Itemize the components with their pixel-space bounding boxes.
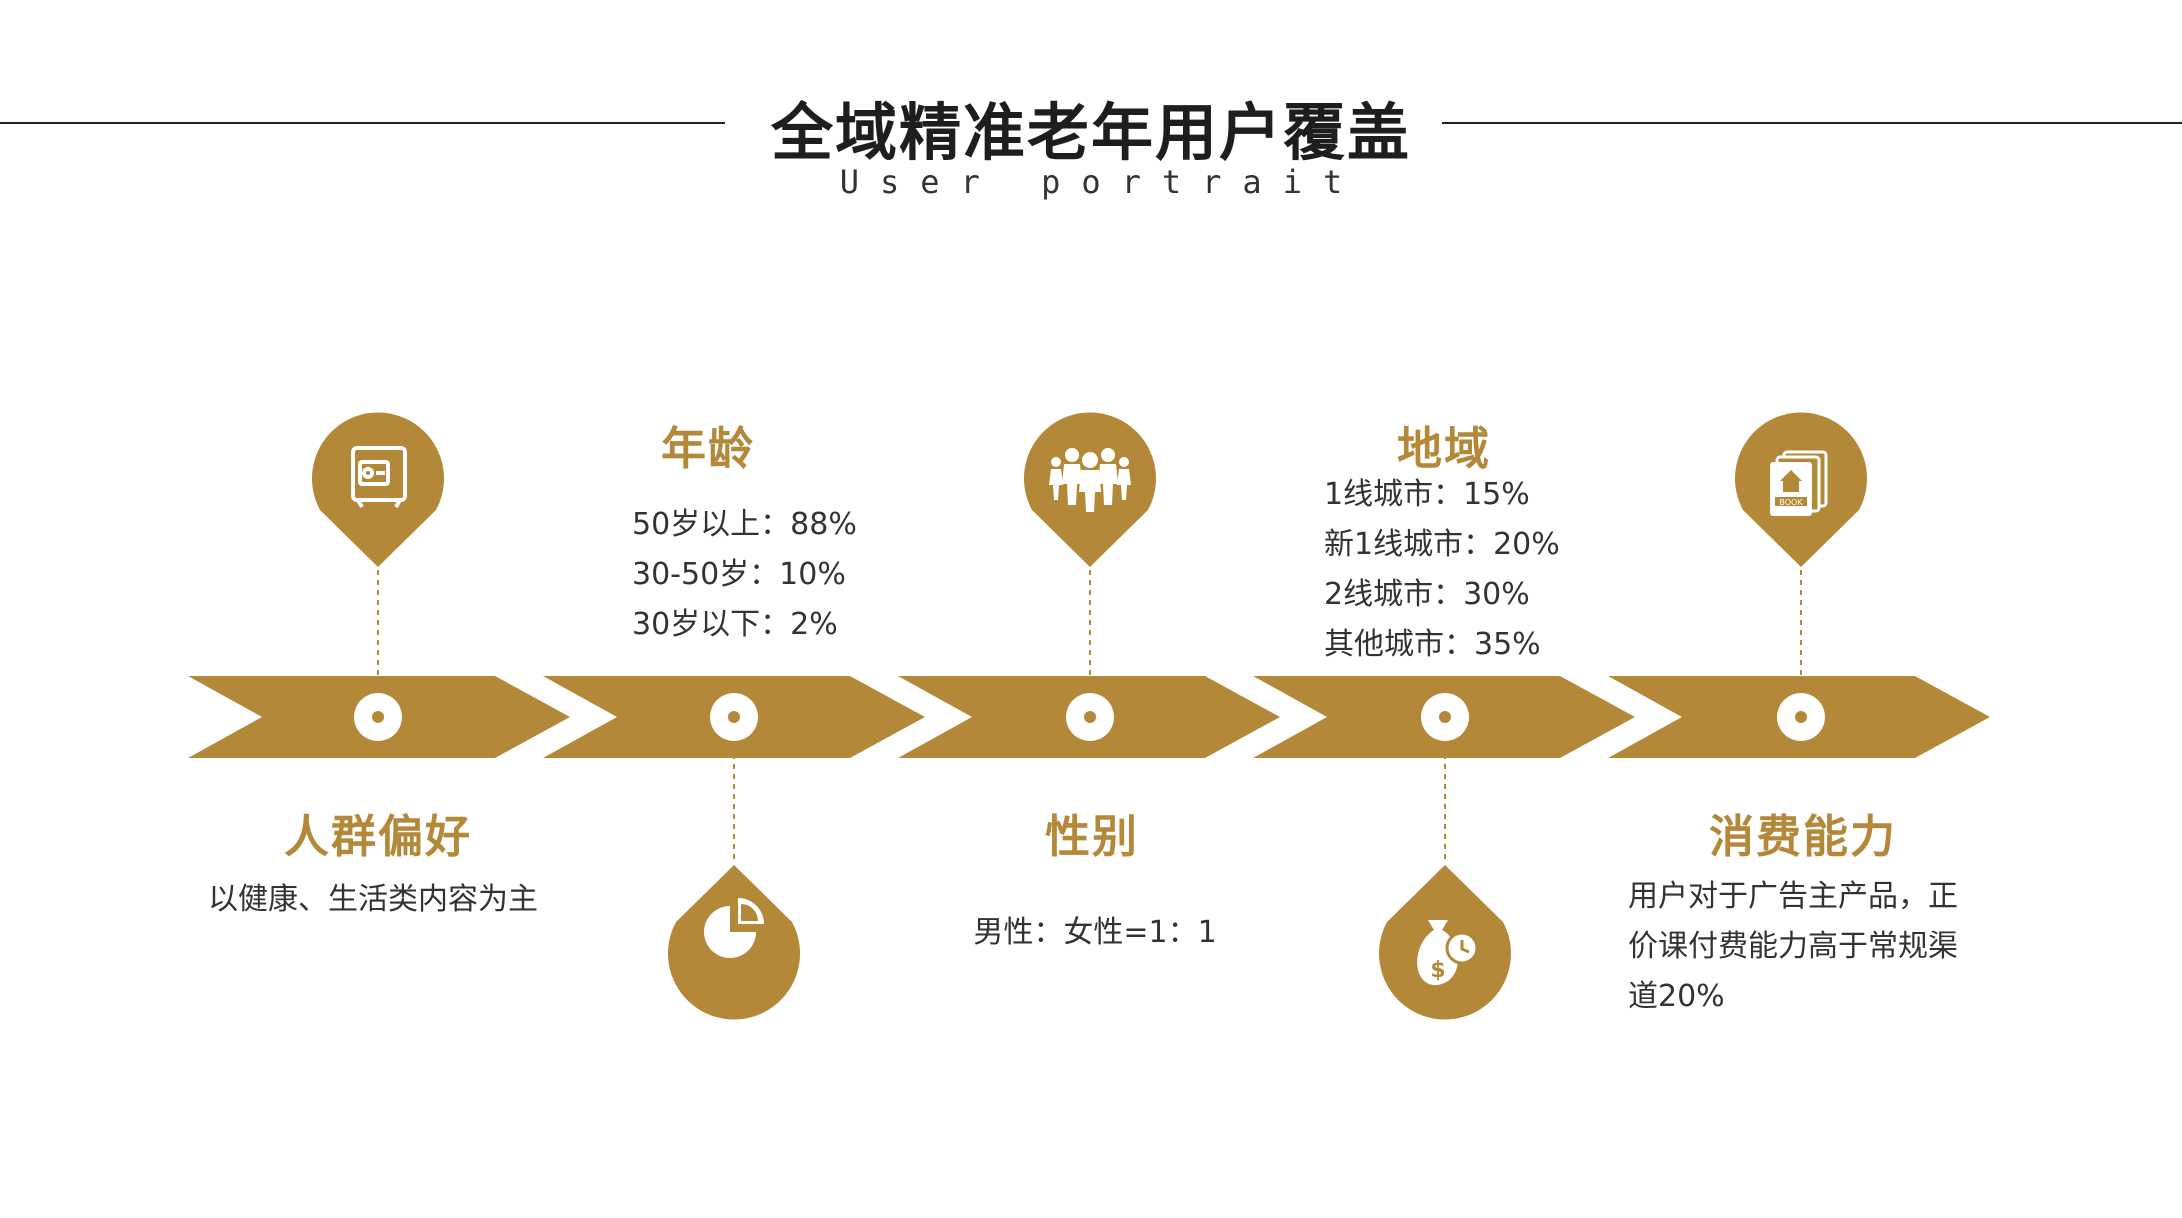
text-line: 1线城市：15% <box>1324 477 1530 512</box>
text-line: 男性：女性=1：1 <box>973 915 1217 950</box>
safe-icon <box>351 446 407 508</box>
node-2 <box>710 693 758 741</box>
book-icon: BOOK <box>1770 450 1828 516</box>
node-5 <box>1777 693 1825 741</box>
page-subtitle: User portrait <box>839 163 1364 201</box>
text-line: 以健康、生活类内容为主 <box>208 882 538 917</box>
text-line: 道20% <box>1628 979 1725 1014</box>
text-line: 50岁以上：88% <box>632 507 857 542</box>
step-text-gender: 男性：女性=1：1 <box>885 908 1305 958</box>
step-heading-age: 年龄 <box>660 422 755 475</box>
node-1 <box>354 693 402 741</box>
page-title: 全域精准老年用户覆盖 <box>770 96 1411 169</box>
step-text-preference: 以健康、生活类内容为主 <box>208 875 538 925</box>
node-4 <box>1421 693 1469 741</box>
text-line: 新1线城市：20% <box>1324 527 1560 562</box>
step-heading-preference: 人群偏好 <box>283 810 472 863</box>
pin-marker-1 <box>312 412 444 567</box>
text-line: 30岁以下：2% <box>632 607 838 642</box>
text-line: 用户对于广告主产品，正 <box>1628 879 1958 914</box>
text-line: 其他城市：35% <box>1324 627 1541 662</box>
step-heading-spending: 消费能力 <box>1708 810 1897 863</box>
svg-text:BOOK: BOOK <box>1779 498 1803 507</box>
step-heading-region: 地域 <box>1396 422 1491 475</box>
pin-marker-5: BOOK <box>1734 412 1868 567</box>
money-bag-clock-icon: $ <box>1417 920 1479 986</box>
text-line: 价课付费能力高于常规渠 <box>1628 929 1958 964</box>
pie-chart-icon <box>704 898 764 958</box>
text-line: 30-50岁：10% <box>632 557 846 592</box>
svg-text:$: $ <box>1430 958 1445 983</box>
pin-marker-3 <box>1024 412 1156 567</box>
text-line: 2线城市：30% <box>1324 577 1530 612</box>
step-text-region: 1线城市：15% 新1线城市：20% 2线城市：30% 其他城市：35% <box>1324 470 1560 670</box>
pin-marker-2 <box>667 865 801 1020</box>
node-3 <box>1066 693 1114 741</box>
people-group-icon <box>1049 448 1131 512</box>
step-text-age: 50岁以上：88% 30-50岁：10% 30岁以下：2% <box>632 500 857 650</box>
pin-marker-4: $ <box>1379 865 1511 1020</box>
step-text-spending: 用户对于广告主产品，正 价课付费能力高于常规渠 道20% <box>1628 872 1958 1022</box>
step-heading-gender: 性别 <box>1044 810 1139 863</box>
